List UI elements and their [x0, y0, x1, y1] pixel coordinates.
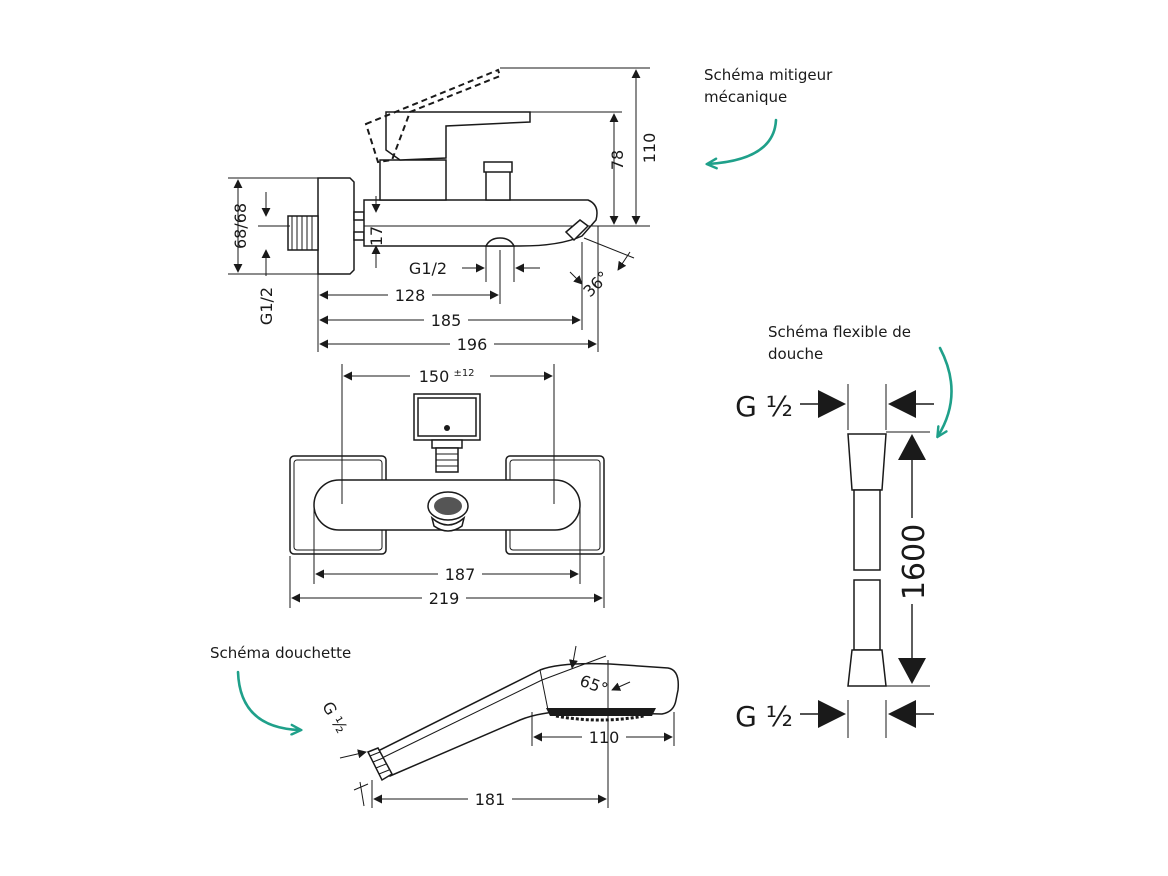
mixer-top-view [289, 393, 605, 555]
mixer-top-dimensions: 150 ±12 187 219 [289, 364, 605, 608]
dim-78: 78 [608, 150, 627, 170]
dim-g12-under: G1/2 [409, 259, 447, 278]
dim-187: 187 [445, 565, 476, 584]
dim-36-deg: 36° [579, 267, 612, 300]
caption-flexible-line2: douche [768, 345, 823, 363]
teal-arrow-flexible [938, 346, 953, 436]
dim-68-68: 68/68 [231, 203, 250, 249]
mixer-side-view [287, 68, 598, 275]
dim-196: 196 [457, 335, 488, 354]
caption-flexible-line1: Schéma flexible de [768, 323, 911, 341]
teal-arrow-mitigeur [708, 118, 778, 164]
dim-g12-hose-top: G ½ [735, 390, 793, 423]
dim-219: 219 [429, 589, 460, 608]
dim-17: 17 [367, 226, 386, 246]
caption-flexible: Schéma flexible de douche [768, 323, 953, 436]
dim-181: 181 [475, 790, 506, 809]
dim-150: 150 [419, 367, 450, 386]
dim-g12-hose-bottom: G ½ [735, 700, 793, 733]
dim-110-handshower: 110 [589, 728, 620, 747]
dim-g12-side: G1/2 [257, 287, 276, 325]
caption-mitigeur: Schéma mitigeur mécanique [704, 66, 833, 164]
dim-185: 185 [431, 311, 462, 330]
teal-arrow-douchette [236, 670, 300, 730]
caption-mitigeur-line1: Schéma mitigeur [704, 66, 833, 84]
mixer-side-dimensions: 110 78 68/68 G1/2 17 G1/2 36° [228, 67, 659, 354]
dim-1600: 1600 [897, 524, 932, 600]
caption-douchette-text: Schéma douchette [210, 644, 351, 662]
dim-150-tolerance: ±12 [453, 368, 474, 379]
dim-110: 110 [640, 133, 659, 164]
hand-shower [366, 662, 680, 782]
caption-mitigeur-line2: mécanique [704, 88, 787, 106]
dim-128: 128 [395, 286, 426, 305]
caption-douchette: Schéma douchette [210, 644, 351, 730]
shower-hose: G ½ G ½ 1600 [735, 384, 934, 738]
dim-g12-handshower: G ½ [318, 698, 351, 736]
